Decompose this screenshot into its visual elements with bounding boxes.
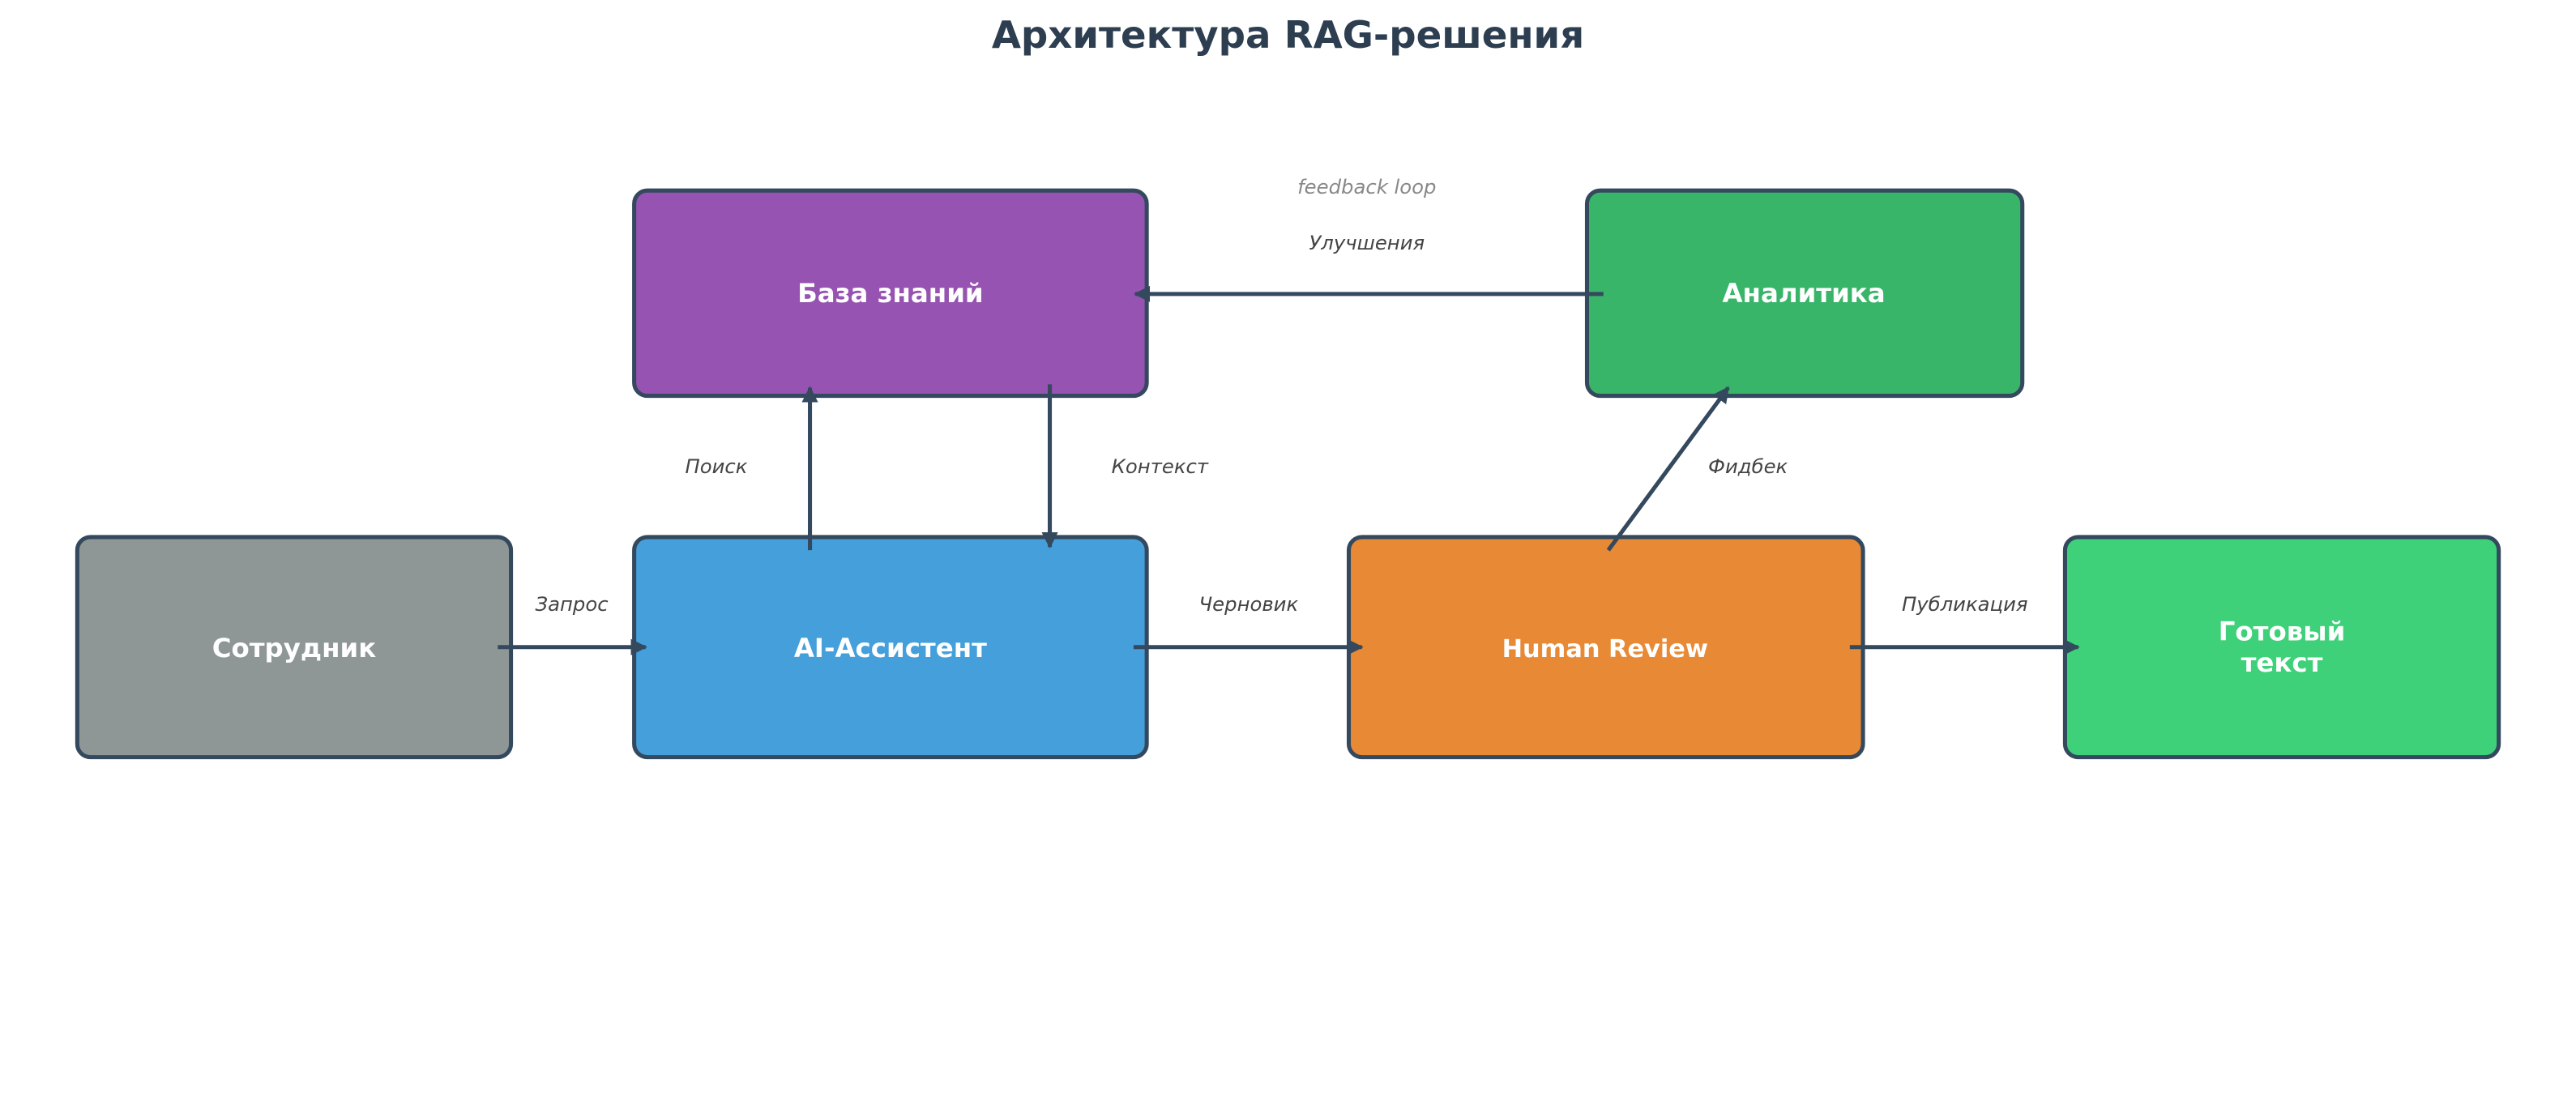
- node-analytics: Аналитика: [1584, 188, 2025, 399]
- edge-context-label: Контекст: [1112, 454, 1209, 478]
- node-employee-label: Сотрудник: [212, 633, 377, 664]
- node-ai-assistant-label: AI-Ассистент: [794, 633, 987, 664]
- feedback-loop-note: feedback loop: [1297, 175, 1436, 198]
- edge-improvements-label: Улучшения: [1309, 231, 1425, 254]
- edge-feedback-arrow: [1606, 386, 1730, 552]
- edge-draft-label: Черновик: [1199, 592, 1299, 616]
- edge-feedback-label: Фидбек: [1708, 454, 1788, 478]
- node-final-text-line2: текст: [2241, 647, 2323, 678]
- edge-request-label: Запрос: [536, 592, 609, 616]
- node-knowledge-base-label: База знаний: [797, 278, 984, 309]
- edge-publish-label: Публикация: [1902, 592, 2028, 616]
- node-ai-assistant: AI-Ассистент: [632, 535, 1149, 760]
- node-human-review-label: Human Review: [1502, 635, 1708, 664]
- diagram-title: Архитектура RAG-решения: [992, 13, 1584, 57]
- node-final-text: Готовый текст: [2062, 535, 2501, 760]
- node-analytics-label: Аналитика: [1722, 278, 1885, 309]
- node-human-review: Human Review: [1346, 535, 1865, 760]
- node-knowledge-base: База знаний: [632, 188, 1149, 399]
- node-employee: Сотрудник: [75, 535, 514, 760]
- node-final-text-line1: Готовый: [2219, 617, 2346, 647]
- edge-search-label: Поиск: [685, 454, 747, 478]
